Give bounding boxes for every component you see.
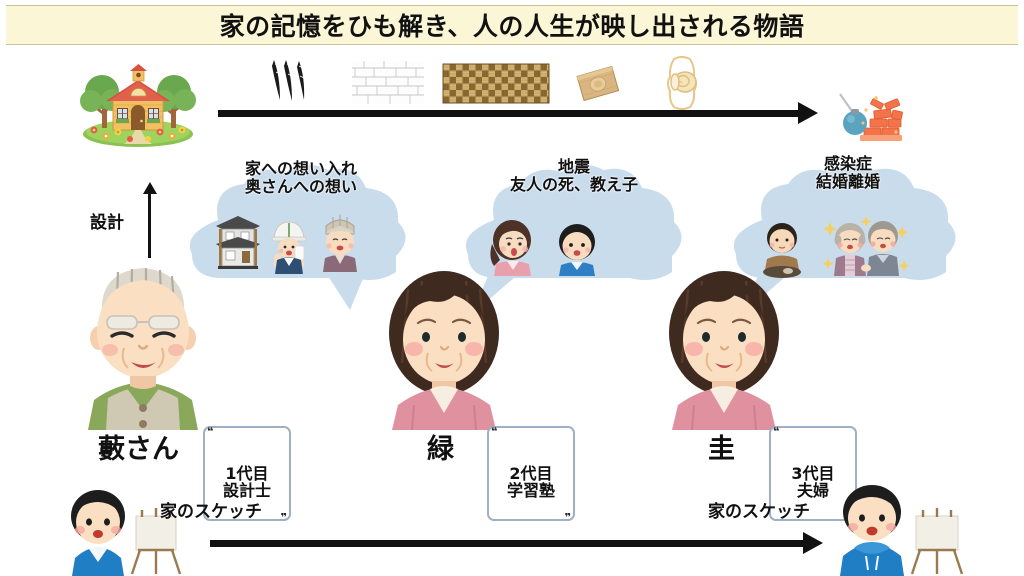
person-2-tag: ❝ 2代目 学習塾 ❞ <box>487 425 575 525</box>
sketch-label-right: 家のスケッチ <box>708 502 810 522</box>
sketch-arrow-head <box>803 532 823 554</box>
quote-open-mark: ❝ <box>773 425 780 438</box>
quote-close-mark: ❞ <box>280 511 287 525</box>
person-3-name: 圭 <box>708 434 735 465</box>
seated-young-man-icon <box>758 216 806 278</box>
house-with-trees-icon <box>78 62 198 148</box>
brick-wall-texture <box>352 61 424 104</box>
design-label: 設計 <box>90 213 124 233</box>
person-3-tag: ❝ 3代目 夫婦 ❞ <box>769 425 857 524</box>
elderly-couple-icon <box>822 212 910 276</box>
doorknob-icon <box>654 55 710 111</box>
design-arrow-line <box>148 192 151 258</box>
bubble-1-label: 家への想い入れ 奥さんへの想い <box>244 159 357 196</box>
quote-close-mark: ❞ <box>564 511 571 525</box>
person-2-name: 緑 <box>427 434 454 465</box>
quote-open-mark: ❝ <box>491 425 498 438</box>
person-3-tag-text: 3代目 夫婦 <box>791 463 835 500</box>
person-1-name: 藪さん <box>98 434 179 465</box>
quote-open-mark: ❝ <box>207 425 214 438</box>
traditional-japanese-house-icon <box>214 210 262 272</box>
bubble-2-label: 地震 友人の死、教え子 <box>509 157 638 194</box>
demolition-wrecking-ball-icon <box>830 88 903 144</box>
smiling-boy-icon <box>552 216 602 276</box>
elderly-man-avatar <box>76 250 210 430</box>
sketch-arrow-line <box>210 540 805 547</box>
title-banner: 家の記憶をひも解き、人の人生が映し出される物語 <box>6 5 1018 45</box>
worried-girl-icon <box>486 214 538 276</box>
elderly-woman-icon <box>316 212 364 272</box>
design-arrow-head <box>142 182 157 194</box>
middle-aged-woman-avatar-2 <box>660 255 788 431</box>
bubble-3-label: 感染症 結婚離婚 <box>815 154 880 191</box>
page-title: 家の記憶をひも解き、人の人生が映し出される物語 <box>219 12 805 41</box>
timeline-arrow-line <box>218 110 800 117</box>
person-1-tag-text: 1代目 設計士 <box>222 463 271 500</box>
timeline-arrow-head <box>798 102 818 124</box>
construction-worker-icon <box>268 218 310 274</box>
person-1-tag: ❝ 1代目 設計士 ❞ <box>203 425 291 525</box>
tatami-weave-texture <box>442 63 550 104</box>
middle-aged-woman-avatar <box>380 255 508 431</box>
person-2-tag-text: 2代目 学習塾 <box>506 463 555 500</box>
young-man-with-easel-icon <box>828 482 970 576</box>
wood-block-texture <box>572 62 624 106</box>
claw-scratch-marks-texture <box>268 58 312 104</box>
boy-with-easel-icon <box>58 486 188 576</box>
sketch-label-left: 家のスケッチ <box>160 502 262 522</box>
